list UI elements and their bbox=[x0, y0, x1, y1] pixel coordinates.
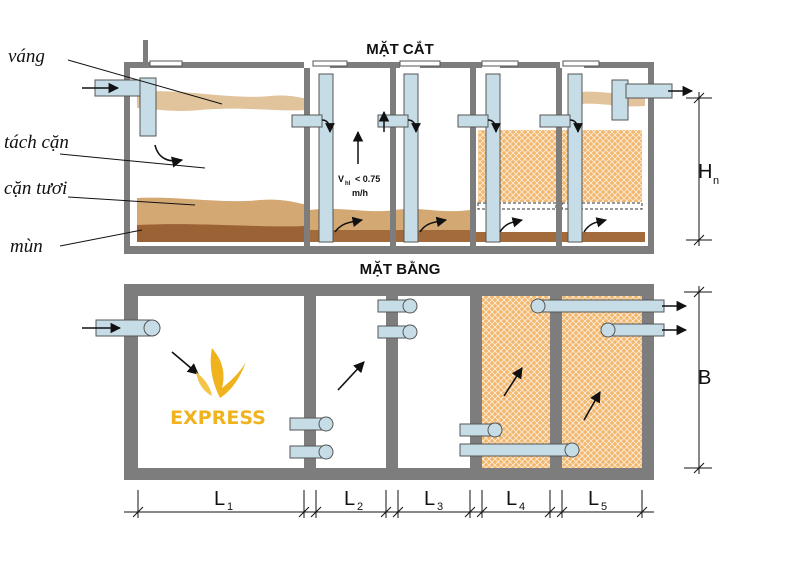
lid-1 bbox=[149, 60, 183, 67]
plan-pipe-4b bbox=[459, 443, 577, 457]
label-separation: tách cặn bbox=[4, 132, 69, 153]
flow-arrow-3 bbox=[407, 119, 421, 133]
lid-4 bbox=[481, 60, 519, 67]
section-wall-left bbox=[124, 62, 130, 254]
stub-4 bbox=[457, 114, 489, 128]
dim-width: B bbox=[698, 367, 711, 389]
plan-pipe-3a-end bbox=[402, 298, 418, 314]
transfer-pipe-5 bbox=[567, 73, 583, 243]
lid-3 bbox=[399, 60, 441, 67]
section-view bbox=[82, 40, 694, 254]
leader-separation bbox=[59, 153, 206, 169]
fresh-sludge-layer bbox=[137, 197, 304, 232]
plan-outlet-pipe-1 bbox=[535, 299, 665, 313]
stub-2 bbox=[291, 114, 323, 128]
plan-pipe-4b-end bbox=[564, 442, 580, 458]
outlet-pipe bbox=[625, 83, 673, 99]
label-scum: váng bbox=[8, 46, 45, 67]
vent-pipe bbox=[143, 40, 148, 64]
width-dimension bbox=[684, 286, 712, 474]
filter-grate-5 bbox=[561, 202, 643, 210]
velocity-unit: m/h bbox=[352, 188, 368, 198]
section-cover-4 bbox=[500, 62, 560, 68]
section-partition-4 bbox=[556, 68, 562, 246]
section-cover-5 bbox=[584, 62, 654, 68]
transfer-pipe-3 bbox=[403, 73, 419, 243]
flow-arrow-1 bbox=[154, 144, 184, 168]
flow-arrow-2 bbox=[321, 119, 335, 133]
dim-l2-sub: 2 bbox=[357, 501, 363, 513]
dim-l5: L bbox=[588, 488, 599, 510]
stub-3 bbox=[377, 114, 409, 128]
velocity-value: < 0.75 bbox=[355, 174, 380, 184]
humus-layer bbox=[137, 224, 304, 242]
dim-height-sub: n bbox=[713, 175, 719, 187]
plan-pipe-2b-end bbox=[318, 444, 334, 460]
plan-pipe-4a-end bbox=[487, 422, 503, 438]
plan-flow-4 bbox=[503, 367, 523, 397]
dim-l4: L bbox=[506, 488, 517, 510]
plan-view bbox=[82, 284, 688, 480]
length-dimensions bbox=[124, 490, 654, 518]
outlet-tee bbox=[611, 79, 629, 121]
dim-l4-sub: 4 bbox=[519, 501, 525, 513]
section-cover-1 bbox=[124, 62, 304, 68]
plan-chamber-5 bbox=[562, 296, 642, 468]
velocity-sub: hl bbox=[345, 181, 351, 187]
leader-fresh-sludge bbox=[67, 196, 196, 206]
stub-5 bbox=[539, 114, 571, 128]
leader-humus bbox=[59, 229, 143, 247]
section-title: MẶT CẮT bbox=[366, 40, 434, 58]
plan-outlet-2-end bbox=[600, 322, 616, 338]
dim-l5-sub: 5 bbox=[601, 501, 607, 513]
lid-2 bbox=[312, 60, 348, 67]
scum-layer bbox=[137, 91, 304, 111]
bottom-arrow-5 bbox=[583, 217, 608, 233]
dim-l3: L bbox=[424, 488, 435, 510]
inlet-tee bbox=[139, 77, 157, 137]
dim-l1: L bbox=[214, 488, 225, 510]
flow-arrow-5 bbox=[569, 119, 583, 133]
plan-chamber-4 bbox=[482, 296, 550, 468]
dim-l3-sub: 3 bbox=[437, 501, 443, 513]
section-cover-2 bbox=[330, 62, 400, 68]
section-cover-3 bbox=[420, 62, 482, 68]
bottom-arrow-4 bbox=[499, 217, 524, 233]
plan-inlet-tee bbox=[143, 319, 161, 337]
dim-height: H bbox=[698, 161, 712, 183]
plan-flow-2 bbox=[337, 361, 365, 391]
bottom-arrow-3 bbox=[419, 216, 448, 233]
bottom-arrow-2 bbox=[334, 216, 364, 233]
label-fresh-sludge: cặn tươi bbox=[4, 178, 67, 199]
transfer-pipe-4 bbox=[485, 73, 501, 243]
section-partition-2 bbox=[390, 68, 396, 246]
section-partition-3 bbox=[470, 68, 476, 246]
velocity-v: V bbox=[338, 174, 344, 184]
plan-flow-5 bbox=[583, 391, 601, 421]
dim-l1-sub: 1 bbox=[227, 501, 233, 513]
express-logo-mark bbox=[196, 348, 246, 398]
section-wall-right bbox=[648, 62, 654, 254]
section-partition-1 bbox=[304, 68, 310, 246]
flow-arrow-4 bbox=[487, 119, 501, 133]
plan-flow-1 bbox=[171, 351, 199, 375]
express-logo-text: EXPRESS bbox=[170, 407, 266, 429]
plan-outlet-1-end bbox=[530, 298, 546, 314]
plan-chamber-3 bbox=[398, 296, 470, 468]
lid-5 bbox=[562, 60, 600, 67]
plan-pipe-3b-end bbox=[402, 324, 418, 340]
transfer-pipe-2 bbox=[318, 73, 334, 243]
dim-l2: L bbox=[344, 488, 355, 510]
label-humus: mùn bbox=[10, 236, 43, 257]
plan-title: MẶT BẰNG bbox=[360, 260, 441, 278]
section-floor bbox=[124, 246, 654, 254]
plan-chamber-2 bbox=[316, 296, 386, 468]
height-dimension bbox=[686, 92, 712, 246]
plan-pipe-2a-end bbox=[318, 416, 334, 432]
leader-scum bbox=[67, 59, 223, 105]
